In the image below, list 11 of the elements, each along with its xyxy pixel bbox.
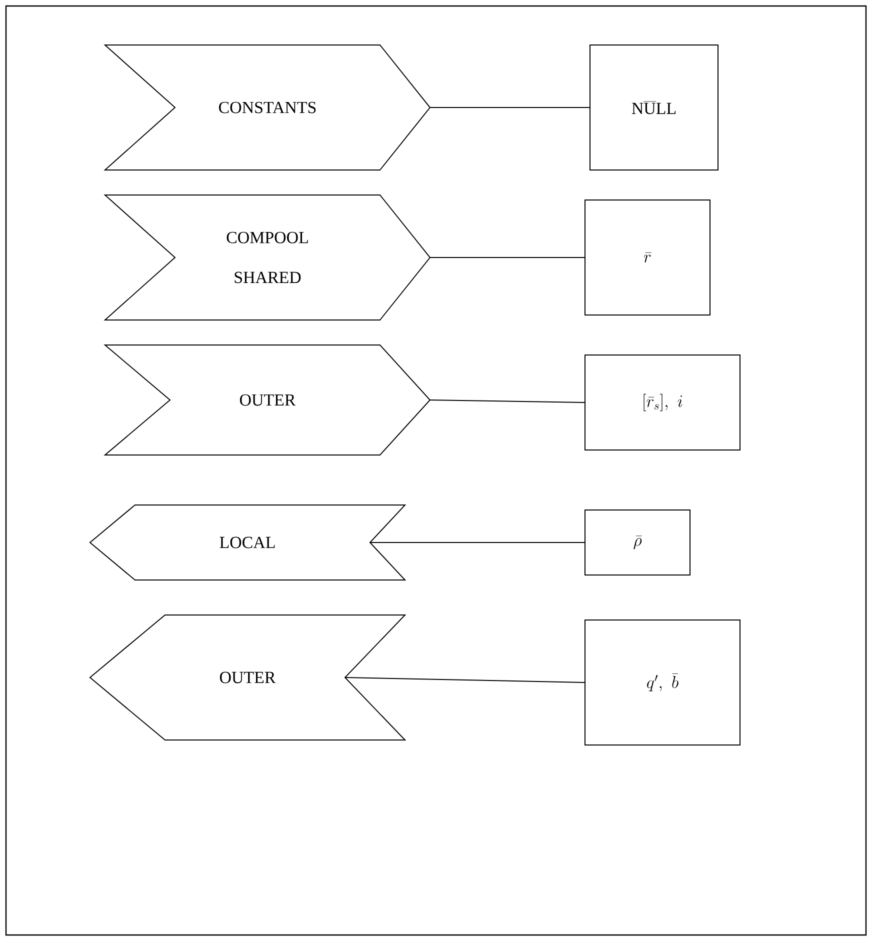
chevron-box: OUTER bbox=[104, 344, 431, 456]
connector-line bbox=[430, 257, 586, 258]
label-box: $q',\ \bar{b}$ bbox=[584, 620, 740, 746]
chevron-box: COMPOOL SHARED bbox=[104, 194, 431, 320]
label-box: $[\bar{r}_s],\ i$ bbox=[584, 354, 740, 450]
connector-line bbox=[430, 400, 586, 403]
label-box: $\bar{\rho}$ bbox=[584, 510, 690, 576]
connector-line bbox=[430, 107, 590, 108]
label-box: $\bar{r}$ bbox=[584, 200, 710, 316]
label-box: $\mathrm{N}\overline{\mathrm{U}}\mathrm{LL}$ bbox=[590, 44, 718, 170]
chevron-box: CONSTANTS bbox=[104, 44, 431, 170]
